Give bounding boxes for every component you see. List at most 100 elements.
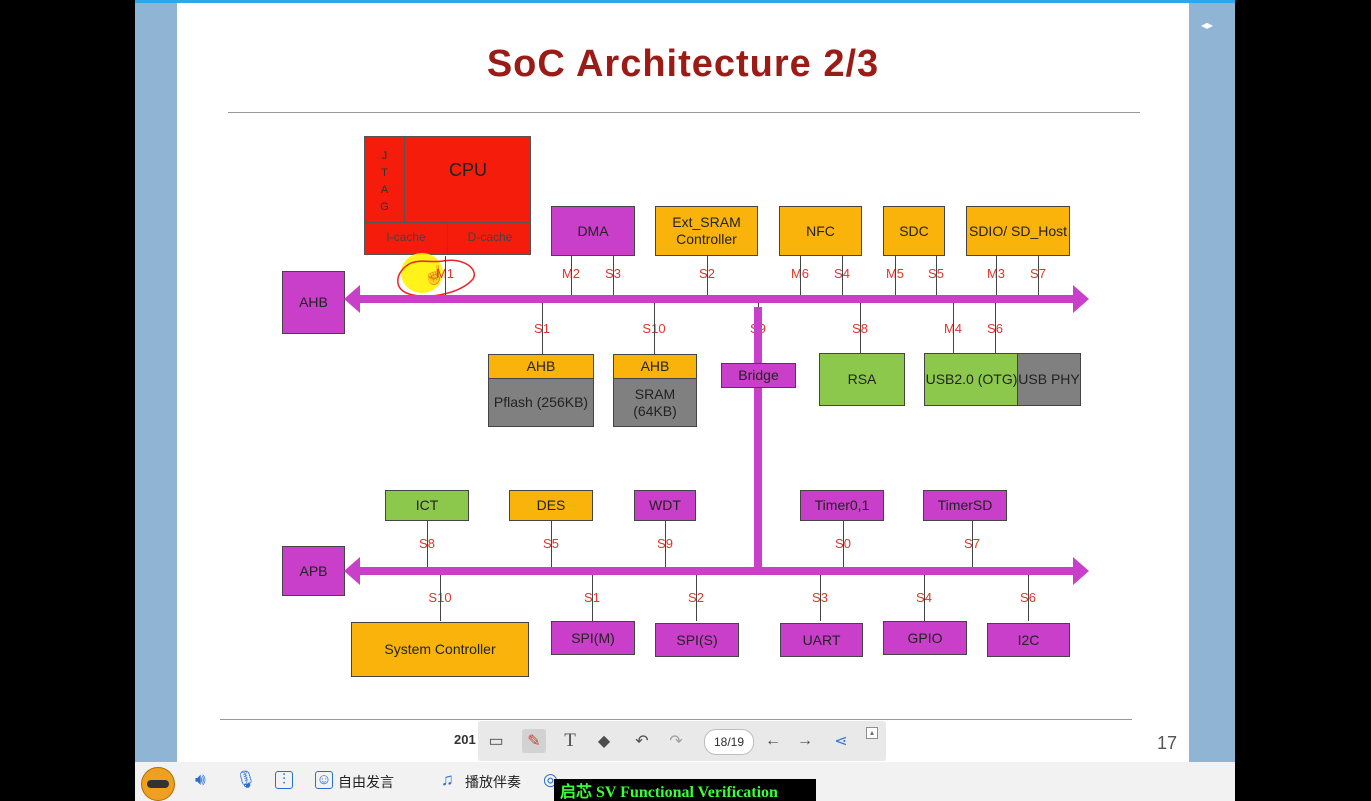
apb-block-timersd: TimerSD xyxy=(923,490,1007,521)
share-icon[interactable]: ⋖ xyxy=(834,733,848,750)
port-connector xyxy=(592,575,593,621)
free-speech-button[interactable]: 自由发言 xyxy=(338,774,394,790)
port-connector xyxy=(551,521,552,567)
title-divider xyxy=(228,112,1140,113)
apb-bus-right-arrow xyxy=(1073,557,1089,585)
usb-otg-block: USB2.0 (OTG) xyxy=(924,353,1019,406)
lock-icon[interactable]: ▴ xyxy=(866,727,878,739)
slide-frame-left xyxy=(135,0,177,762)
port-connector xyxy=(1028,575,1029,621)
slide-frame-right xyxy=(1189,0,1235,762)
slide-toolbar: ▭ ✎ T ◆ ↶ ↷ 18/19 ← → ⋖ ▴ xyxy=(478,721,886,761)
port-connector xyxy=(842,256,843,295)
apb-bus-left-arrow xyxy=(344,557,360,585)
cache-split xyxy=(447,222,448,255)
port-connector xyxy=(696,575,697,621)
bridge-bus xyxy=(754,307,762,571)
apb-label-block: APB xyxy=(282,546,345,596)
rsa-block: RSA xyxy=(819,353,905,406)
play-music-button[interactable]: 播放伴奏 xyxy=(465,774,521,790)
port-connector xyxy=(542,303,543,354)
port-connector xyxy=(427,521,428,567)
pen-annotation xyxy=(397,259,475,297)
slide-frame-top xyxy=(135,0,1235,3)
jtag-letter: J xyxy=(381,150,388,162)
port-connector xyxy=(440,575,441,621)
port-connector xyxy=(707,256,708,295)
pflash-block: Pflash (256KB) xyxy=(488,378,594,427)
port-connector xyxy=(995,303,996,354)
icache-label: I-cache xyxy=(386,230,426,244)
apb-block-des: DES xyxy=(509,490,593,521)
microphone-icon[interactable]: 🎙︎ xyxy=(235,770,257,789)
port-connector xyxy=(820,575,821,621)
ahb-bus-right-arrow xyxy=(1073,285,1089,313)
port-label: S10 xyxy=(639,321,669,336)
avatar[interactable] xyxy=(141,767,175,801)
apb-block-i2c: I2C xyxy=(987,623,1070,657)
apb-block-spi-s-: SPI(S) xyxy=(655,623,739,657)
next-icon[interactable]: → xyxy=(797,732,813,749)
cpu-label: CPU xyxy=(448,160,487,180)
page-number: 17 xyxy=(1157,733,1178,753)
left-black-margin xyxy=(0,0,135,801)
ahb-block-sdio-sd-host: SDIO/ SD_Host xyxy=(966,206,1070,256)
port-connector xyxy=(953,303,954,354)
apb-block-spi-m-: SPI(M) xyxy=(551,621,635,655)
expand-icon[interactable]: ◂▸ xyxy=(1200,18,1214,32)
redo-icon[interactable]: ↷ xyxy=(669,733,683,750)
text-icon[interactable]: T xyxy=(564,730,576,751)
dcache-label: D-cache xyxy=(467,230,513,244)
port-connector xyxy=(571,256,572,295)
hand-cursor-icon: ☝ xyxy=(423,265,446,285)
port-connector xyxy=(843,521,844,567)
apb-block-timer0-1: Timer0,1 xyxy=(800,490,884,521)
ahb-block-nfc: NFC xyxy=(779,206,862,256)
music-note-icon[interactable]: ♫ xyxy=(441,770,454,789)
port-connector xyxy=(996,256,997,295)
port-connector xyxy=(613,256,614,295)
ahb-bus-left-arrow xyxy=(344,285,360,313)
cursor-highlight xyxy=(401,253,443,293)
port-connector xyxy=(445,256,446,295)
prev-icon[interactable]: ← xyxy=(765,732,781,749)
free-speech-icon[interactable]: ☺ xyxy=(315,771,333,789)
ahb-block-sdc: SDC xyxy=(883,206,945,256)
apb-block-ict: ICT xyxy=(385,490,469,521)
apb-block-gpio: GPIO xyxy=(883,621,967,655)
jtag-letter: G xyxy=(380,201,389,213)
port-connector xyxy=(860,303,861,354)
apb-block-wdt: WDT xyxy=(634,490,696,521)
sram-ahb-block: AHB xyxy=(613,354,697,379)
port-connector xyxy=(936,256,937,295)
folder-icon[interactable]: ▭ xyxy=(488,733,504,750)
speaker-icon[interactable]: 🔊︎ xyxy=(195,770,206,789)
port-connector xyxy=(924,575,925,621)
ahb-label-block: AHB xyxy=(282,271,345,334)
port-connector xyxy=(895,256,896,295)
right-black-margin xyxy=(1235,0,1371,801)
mixer-icon[interactable]: ⫶ xyxy=(275,771,293,789)
pflash-ahb-block: AHB xyxy=(488,354,594,379)
footer-divider xyxy=(220,719,1132,720)
usb-phy-block: USB PHY xyxy=(1017,353,1081,406)
port-connector xyxy=(1038,256,1039,295)
caption-overlay: 启芯 SV Functional Verification xyxy=(554,779,816,801)
slide-title: SoC Architecture 2/3 xyxy=(486,43,880,85)
undo-icon[interactable]: ↶ xyxy=(635,733,649,750)
apb-block-uart: UART xyxy=(780,623,863,657)
page-indicator: 18/19 xyxy=(704,729,754,755)
ahb-block-dma: DMA xyxy=(551,206,635,256)
apb-block-system-controller: System Controller xyxy=(351,622,529,677)
port-connector xyxy=(654,303,655,354)
ahb-bus xyxy=(360,295,1073,303)
eraser-icon[interactable]: ◆ xyxy=(597,733,611,750)
footer-text: 201 xyxy=(454,732,476,747)
ahb-block-ext-sram-controller: Ext_SRAM Controller xyxy=(655,206,758,256)
pen-icon[interactable]: ✎ xyxy=(522,729,546,753)
bridge-block: Bridge xyxy=(721,363,796,388)
sram-block: SRAM (64KB) xyxy=(613,378,697,427)
